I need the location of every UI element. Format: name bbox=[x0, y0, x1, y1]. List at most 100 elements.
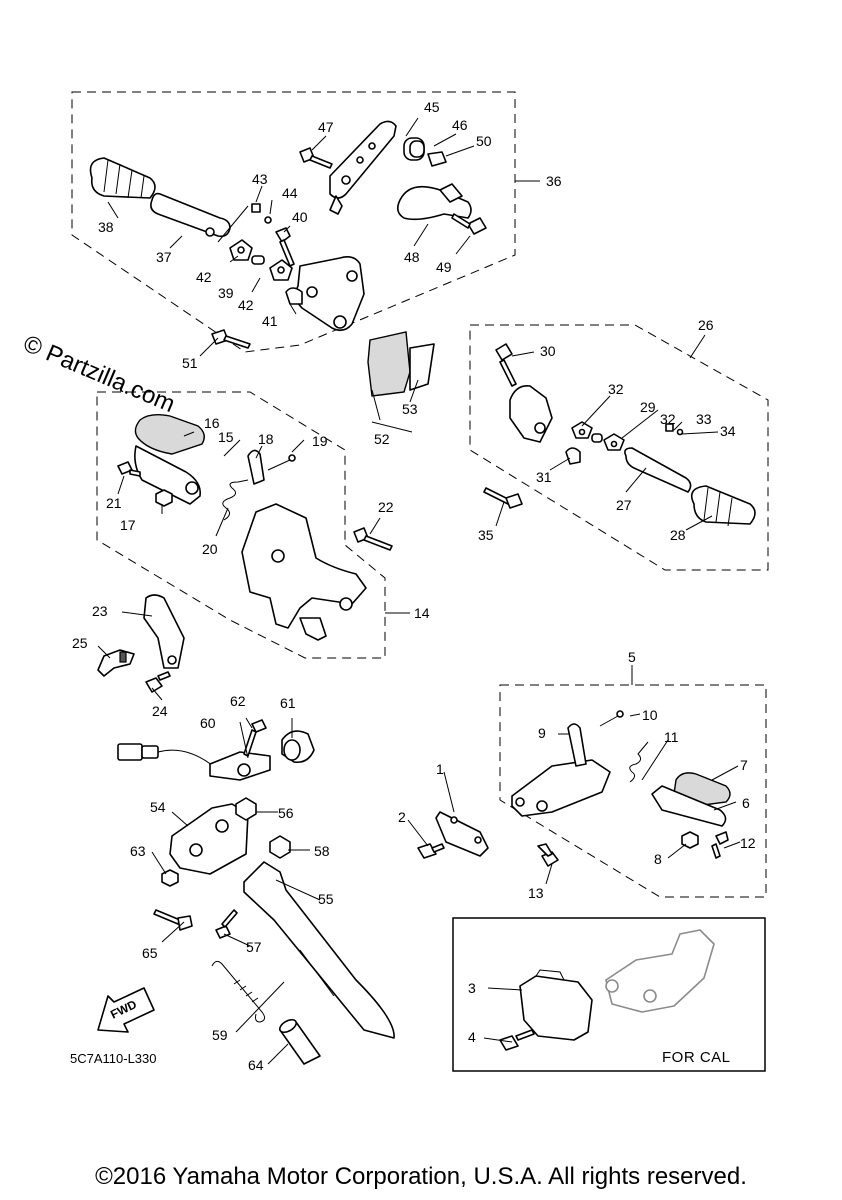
callout-45: 45 bbox=[424, 99, 440, 115]
bolt-35 bbox=[483, 487, 523, 509]
callout-21: 21 bbox=[106, 495, 122, 511]
footrest-bracket-26 bbox=[509, 384, 553, 443]
callout-46: 46 bbox=[452, 117, 468, 133]
assembly-outline-26 bbox=[469, 324, 769, 571]
callout-51: 51 bbox=[182, 355, 198, 371]
bolt-47 bbox=[299, 147, 333, 169]
bolt-49 bbox=[451, 213, 487, 235]
callout-7: 7 bbox=[740, 757, 748, 773]
rubber-64 bbox=[279, 1018, 321, 1065]
screw-62 bbox=[243, 719, 267, 757]
bolt-57 bbox=[215, 909, 238, 939]
callout-39: 39 bbox=[218, 285, 234, 301]
callout-19: 19 bbox=[312, 433, 328, 449]
callout-64: 64 bbox=[248, 1057, 264, 1073]
leader-lines bbox=[97, 117, 741, 1065]
footrest-bracket bbox=[294, 256, 365, 332]
callout-25: 25 bbox=[72, 635, 88, 651]
callout-47: 47 bbox=[318, 119, 334, 135]
nut-56 bbox=[235, 797, 257, 821]
cover-61 bbox=[281, 730, 315, 764]
callout-38: 38 bbox=[98, 219, 114, 235]
callout-63: 63 bbox=[130, 843, 146, 859]
heel-plate-45 bbox=[329, 120, 397, 215]
bracket-1 bbox=[435, 811, 489, 857]
footrest-grip-38 bbox=[89, 157, 156, 199]
bolt-65 bbox=[153, 909, 193, 931]
callout-61: 61 bbox=[280, 695, 296, 711]
callout-33: 33 bbox=[696, 411, 712, 427]
wire-connector bbox=[117, 743, 219, 771]
footrest-bar-37 bbox=[150, 192, 231, 238]
shift-bracket bbox=[511, 759, 611, 817]
callout-2: 2 bbox=[398, 809, 406, 825]
callout-3: 3 bbox=[468, 980, 476, 996]
footrest-grip-28 bbox=[690, 485, 756, 527]
callout-62: 62 bbox=[230, 693, 246, 709]
callout-20: 20 bbox=[202, 541, 218, 557]
bracket-54 bbox=[169, 803, 249, 875]
callout-16: 16 bbox=[204, 415, 220, 431]
callout-35: 35 bbox=[478, 527, 494, 543]
bracket-14 bbox=[241, 503, 367, 641]
callout-9: 9 bbox=[538, 725, 546, 741]
callout-44: 44 bbox=[282, 185, 298, 201]
cotter-pin-19 bbox=[267, 454, 296, 471]
callout-53: 53 bbox=[402, 401, 418, 417]
assembly-outline-5 bbox=[499, 665, 767, 898]
callout-43: 43 bbox=[252, 171, 268, 187]
sidestand-switch-60 bbox=[209, 751, 271, 781]
clip-25 bbox=[97, 649, 135, 677]
bolt-13 bbox=[537, 843, 559, 867]
callout-22: 22 bbox=[378, 499, 394, 515]
callout-36: 36 bbox=[546, 173, 562, 189]
callout-40: 40 bbox=[292, 209, 308, 225]
spring-59 bbox=[211, 960, 266, 1023]
plate-52 bbox=[367, 331, 411, 397]
bolt-50 bbox=[427, 151, 447, 167]
bolt-30 bbox=[495, 343, 517, 387]
callout-42b: 42 bbox=[238, 297, 254, 313]
pin-9 bbox=[567, 723, 587, 767]
callout-49: 49 bbox=[436, 259, 452, 275]
callout-57: 57 bbox=[246, 939, 262, 955]
callout-12: 12 bbox=[740, 835, 756, 851]
pedal-cover-16 bbox=[134, 413, 205, 455]
bolt-22 bbox=[353, 527, 393, 551]
callout-27: 27 bbox=[616, 497, 632, 513]
callout-55: 55 bbox=[318, 891, 334, 907]
forward-arrow-icon: FWD bbox=[97, 987, 155, 1033]
callout-56: 56 bbox=[278, 805, 294, 821]
cal-ghost-bracket bbox=[605, 929, 715, 1013]
callout-24: 24 bbox=[152, 703, 168, 719]
copyright: ©2016 Yamaha Motor Corporation, U.S.A. A… bbox=[95, 1163, 747, 1190]
callout-37: 37 bbox=[156, 249, 172, 265]
cal-bolt-4 bbox=[499, 1029, 535, 1051]
callout-58: 58 bbox=[314, 843, 330, 859]
spacers-43-44-39-42 bbox=[229, 203, 293, 281]
pin-18 bbox=[247, 449, 265, 485]
callout-6: 6 bbox=[742, 795, 750, 811]
callout-14: 14 bbox=[414, 605, 430, 621]
drawing-code: 5C7A110-L330 bbox=[70, 1051, 157, 1066]
callout-10: 10 bbox=[642, 707, 658, 723]
spring-20 bbox=[222, 479, 249, 521]
footrest-bar-27 bbox=[624, 447, 692, 493]
clip-41 bbox=[285, 287, 303, 305]
callout-32b: 32 bbox=[660, 411, 676, 427]
callout-34: 34 bbox=[720, 423, 736, 439]
callout-30: 30 bbox=[540, 343, 556, 359]
nut-17 bbox=[155, 489, 173, 507]
plate-23 bbox=[143, 594, 185, 669]
spacers-32-29-33-34 bbox=[571, 421, 684, 451]
callout-48: 48 bbox=[404, 249, 420, 265]
callout-8: 8 bbox=[654, 851, 662, 867]
assembly-outline-36 bbox=[71, 91, 540, 353]
nut-58 bbox=[269, 835, 291, 859]
callout-13: 13 bbox=[528, 885, 544, 901]
cotter-pin-10 bbox=[599, 710, 624, 727]
bolt-40 bbox=[275, 227, 295, 267]
callout-15: 15 bbox=[218, 429, 234, 445]
callout-59: 59 bbox=[212, 1027, 228, 1043]
